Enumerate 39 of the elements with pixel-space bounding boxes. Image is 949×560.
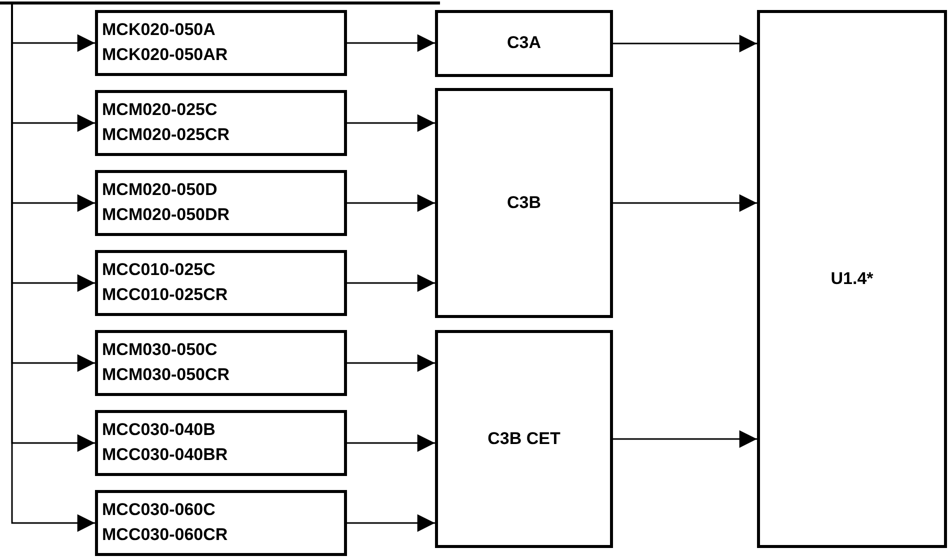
part-code: MCC030-060CR — [102, 524, 228, 546]
part-code: MCC030-060C — [102, 499, 216, 522]
arrow — [347, 354, 435, 372]
process-box — [95, 90, 347, 156]
part-code: MCM020-050DR — [102, 204, 230, 226]
process-box — [95, 10, 347, 76]
arrow — [347, 434, 435, 452]
arrow — [347, 274, 435, 292]
part-code: MCK020-050A — [102, 19, 216, 42]
part-code: C3B CET — [488, 428, 560, 450]
part-code: U1.4* — [830, 268, 874, 290]
arrow — [347, 114, 435, 132]
arrow — [347, 34, 435, 52]
part-code: MCC010-025CR — [102, 284, 228, 306]
process-box — [435, 330, 613, 548]
arrow — [347, 194, 435, 212]
process-box — [95, 490, 347, 556]
part-code: C3A — [506, 32, 541, 54]
process-box — [435, 10, 613, 77]
process-box — [435, 88, 613, 318]
part-code: MCM020-025C — [102, 99, 218, 122]
process-box — [95, 410, 347, 476]
process-box — [757, 10, 947, 548]
part-code: MCM020-050D — [102, 179, 218, 202]
arrow — [613, 34, 757, 52]
process-box — [95, 330, 347, 396]
part-code: MCC010-025C — [102, 259, 216, 282]
arrow — [347, 514, 435, 532]
part-code: MCC030-040B — [102, 419, 216, 442]
part-code: C3B — [506, 192, 541, 214]
part-code: MCM020-025CR — [102, 124, 230, 146]
process-box — [95, 250, 347, 316]
part-code: MCK020-050AR — [102, 44, 228, 66]
part-code: MCM030-050C — [102, 339, 218, 362]
part-code: MCC030-040BR — [102, 444, 228, 466]
process-box — [95, 170, 347, 236]
arrow — [613, 194, 757, 212]
part-code: MCM030-050CR — [102, 364, 230, 386]
arrow — [613, 430, 757, 448]
